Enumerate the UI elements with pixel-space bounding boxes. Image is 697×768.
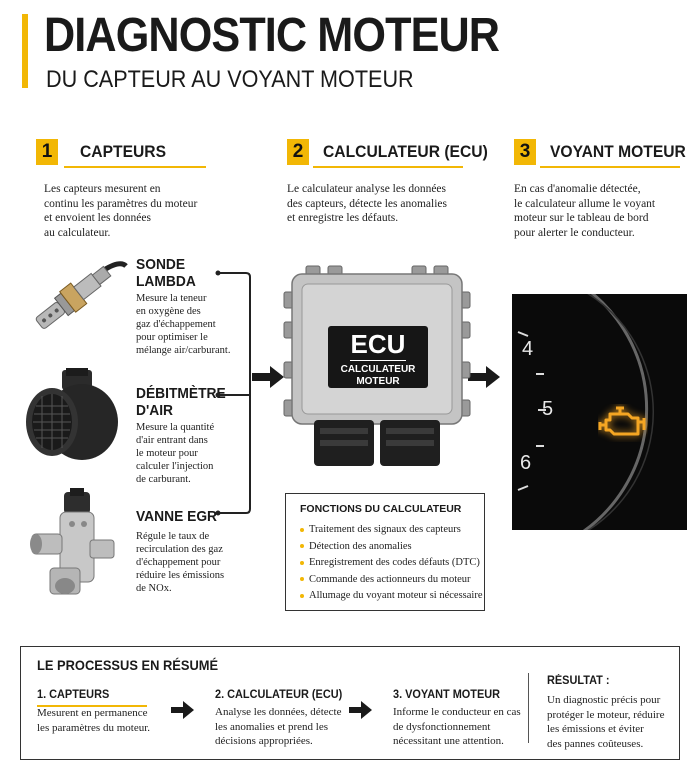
list-item: Commande des actionneurs du moteur [300,572,483,589]
summary-step-1-description: Mesurent en permanence les paramètres du… [37,707,151,734]
bullet-icon [300,593,304,598]
ecu-label-divider [350,360,406,361]
section-1-description: Les capteurs mesurent en continu les par… [44,183,198,239]
summary-step-2-title: 2. CALCULATEUR (ECU) [215,689,343,701]
ecu-unit-image [283,265,471,466]
section-2-underline [313,166,463,168]
gauge-number-6: 6 [520,452,532,474]
summary-result-title: RÉSULTAT : [547,675,610,687]
air-flow-meter-image [26,368,118,460]
section-1-number: 1 [36,139,58,165]
section-3-underline [540,166,680,168]
connector-lines [215,270,251,516]
summary-result-description: Un diagnostic précis pour protéger le mo… [547,694,665,750]
summary-arrow-1-icon [171,701,194,719]
page-subtitle: DU CAPTEUR AU VOYANT MOTEUR [46,66,414,93]
summary-step-3-description: Informe le conducteur en cas de dysfonct… [393,706,521,747]
ecu-functions-title: FONCTIONS DU CALCULATEUR [300,503,462,515]
ecu-label-main: ECU [350,329,406,359]
summary-divider [528,673,529,743]
bullet-icon [300,577,304,582]
section-1-underline [64,166,206,168]
section-3-title: VOYANT MOTEUR [550,142,686,161]
section-2-number: 2 [287,139,309,165]
gauge-number-4: 4 [522,338,534,360]
ecu-functions-list: Traitement des signaux des capteurs Déte… [300,522,483,605]
list-item: Traitement des signaux des capteurs [300,522,483,539]
sensor-lambda-name: SONDE LAMBDA [136,256,196,290]
sensor-egr-description: Régule le taux de recirculation des gaz … [136,531,225,594]
ecu-label: ECU CALCULATEUR MOTEUR [328,330,428,388]
sensor-egr-name: VANNE EGR [136,508,218,525]
arrow-to-ecu-icon [252,366,284,388]
egr-valve-image [30,488,115,595]
title-accent-bar [22,14,28,88]
summary-step-1-underline [37,705,147,707]
section-2-title: CALCULATEUR (ECU) [323,142,488,161]
bullet-icon [300,560,304,565]
dashboard-panel: 4 5 6 [512,294,687,530]
bullet-icon [300,527,304,532]
list-item: Détection des anomalies [300,539,483,556]
ecu-functions-box: FONCTIONS DU CALCULATEUR Traitement des … [285,493,485,611]
summary-step-2-description: Analyse les données, détecte les anomali… [215,706,342,747]
summary-box: LE PROCESSUS EN RÉSUMÉ 1. CAPTEURS Mesur… [20,646,680,760]
section-3-number: 3 [514,139,536,165]
gauge-number-5: 5 [542,398,554,420]
summary-step-3-title: 3. VOYANT MOTEUR [393,689,501,701]
list-item: Allumage du voyant moteur si nécessaire [300,588,483,605]
list-item: Enregistrement des codes défauts (DTC) [300,555,483,572]
section-3-description: En cas d'anomalie détectée, le calculate… [514,183,656,239]
bullet-icon [300,544,304,549]
gauge-arc [517,294,654,530]
check-engine-icon [598,406,646,436]
sensor-lambda-description: Mesure la teneur en oxygène des gaz d'éc… [136,293,231,356]
page-title: DIAGNOSTIC MOTEUR [44,9,500,62]
sensor-maf-name: DÉBITMÈTRE D'AIR [136,385,226,419]
section-2-description: Le calculateur analyse les données des c… [287,183,447,224]
summary-step-1-title: 1. CAPTEURS [37,689,110,701]
summary-arrow-2-icon [349,701,372,719]
arrow-to-dashboard-icon [468,366,500,388]
section-1-title: CAPTEURS [80,142,167,161]
sensor-maf-description: Mesure la quantité d'air entrant dans le… [136,422,215,485]
ecu-label-sub: CALCULATEUR MOTEUR [340,364,416,387]
lambda-sensor-image [35,261,128,329]
summary-title: LE PROCESSUS EN RÉSUMÉ [37,657,219,673]
